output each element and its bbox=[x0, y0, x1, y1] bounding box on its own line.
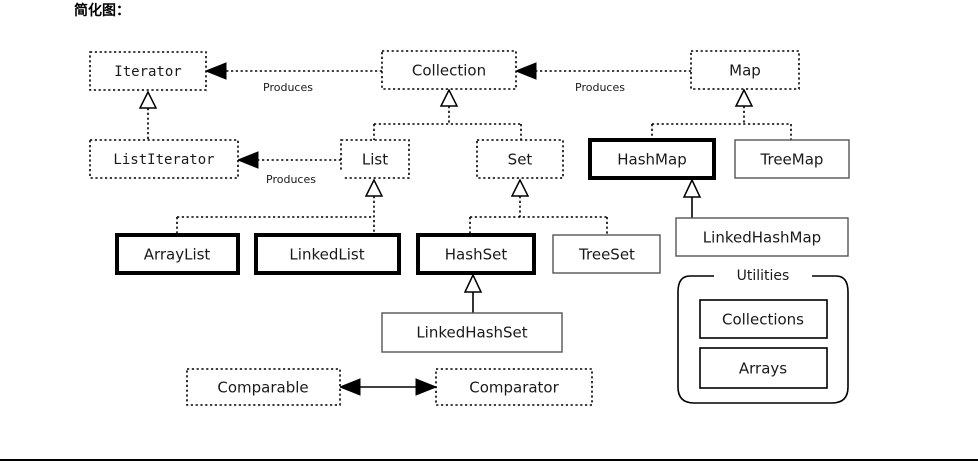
node-set-label: Set bbox=[508, 151, 533, 169]
edge-comparable-comparator bbox=[338, 378, 438, 396]
node-iterator[interactable]: Iterator bbox=[89, 51, 207, 91]
edge-listiterator-extends-iterator bbox=[138, 90, 158, 140]
node-list-label: List bbox=[362, 151, 388, 169]
node-arraylist-label: ArrayList bbox=[144, 246, 211, 264]
node-map[interactable]: Map bbox=[690, 50, 800, 90]
node-comparator[interactable]: Comparator bbox=[435, 368, 593, 406]
node-hashset-label: HashSet bbox=[445, 246, 508, 264]
edge-label-produces-3: Produces bbox=[266, 173, 316, 186]
node-linkedhashmap-label: LinkedHashMap bbox=[703, 229, 821, 247]
node-linkedhashset[interactable]: LinkedHashSet bbox=[381, 312, 563, 353]
node-linkedhashmap[interactable]: LinkedHashMap bbox=[675, 217, 849, 257]
node-treemap-label: TreeMap bbox=[760, 151, 824, 169]
edge-map-produces-collection bbox=[514, 62, 691, 80]
node-arrays-label: Arrays bbox=[739, 360, 787, 378]
node-treemap[interactable]: TreeMap bbox=[734, 139, 850, 179]
edge-label-produces-1: Produces bbox=[263, 81, 313, 94]
node-treeset-label: TreeSet bbox=[578, 246, 635, 264]
node-hashmap-label: HashMap bbox=[617, 151, 686, 169]
label-backing-1 bbox=[236, 78, 346, 96]
edge-list-produces-listiterator bbox=[236, 151, 341, 169]
page-title: 简化图： bbox=[74, 3, 130, 19]
node-list[interactable]: List bbox=[340, 139, 410, 179]
node-comparable-label: Comparable bbox=[217, 379, 308, 397]
node-hashmap[interactable]: HashMap bbox=[588, 138, 716, 180]
node-arrays[interactable]: Arrays bbox=[699, 347, 828, 389]
node-linkedhashset-label: LinkedHashSet bbox=[416, 324, 527, 342]
edge-map-subtypes bbox=[651, 88, 792, 140]
edge-label-produces-2: Produces bbox=[575, 81, 625, 94]
node-collection-label: Collection bbox=[412, 62, 486, 80]
node-collection[interactable]: Collection bbox=[381, 50, 517, 90]
edge-linkedhashset-extends-hashset bbox=[463, 273, 483, 313]
node-collections[interactable]: Collections bbox=[699, 299, 828, 339]
node-iterator-label: Iterator bbox=[114, 64, 181, 80]
group-utilities: Utilities Collections Arrays bbox=[677, 268, 849, 404]
group-utilities-label: Utilities bbox=[737, 268, 790, 284]
node-collections-label: Collections bbox=[722, 311, 804, 329]
edge-collection-subtypes bbox=[373, 88, 522, 140]
node-linkedlist[interactable]: LinkedList bbox=[254, 233, 401, 275]
node-arraylist[interactable]: ArrayList bbox=[115, 233, 240, 275]
node-map-label: Map bbox=[729, 62, 761, 80]
node-hashset[interactable]: HashSet bbox=[416, 233, 536, 275]
edge-label-layer: Produces Produces Produces bbox=[236, 78, 658, 188]
edge-set-subtypes bbox=[469, 178, 608, 235]
label-backing-2 bbox=[548, 78, 658, 96]
node-treeset[interactable]: TreeSet bbox=[552, 234, 661, 274]
edge-linkedhashmap-extends-hashmap bbox=[682, 178, 702, 218]
node-listiterator[interactable]: ListIterator bbox=[89, 139, 239, 179]
connector-layer: Iterator : dotted horizontal line with f… bbox=[138, 62, 792, 396]
node-comparator-label: Comparator bbox=[469, 379, 559, 397]
node-set[interactable]: Set bbox=[476, 139, 564, 179]
node-listiterator-label: ListIterator bbox=[113, 152, 214, 168]
bottom-divider bbox=[0, 459, 978, 461]
edge-collection-produces-iterator bbox=[204, 62, 382, 80]
node-linkedlist-label: LinkedList bbox=[289, 246, 364, 264]
label-backing-3 bbox=[240, 170, 344, 188]
edge-list-subtypes bbox=[176, 178, 384, 235]
node-comparable[interactable]: Comparable bbox=[186, 368, 341, 406]
